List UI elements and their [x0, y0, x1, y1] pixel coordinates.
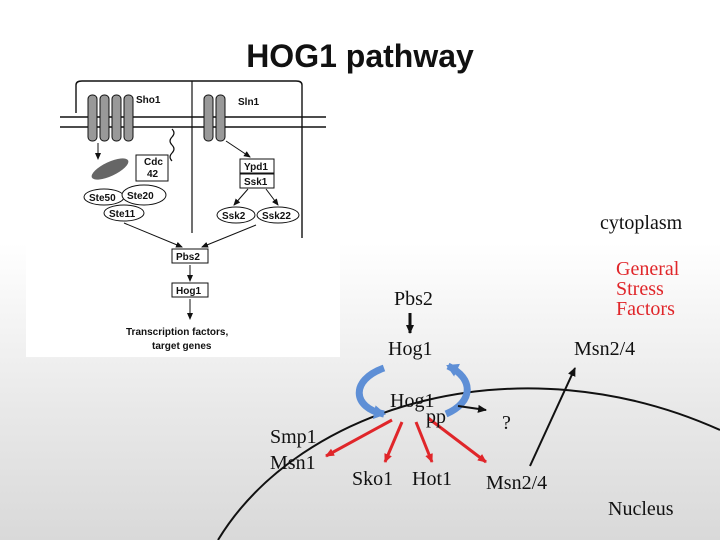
inset-sln1-label: Sln1: [238, 97, 260, 108]
slide-title: HOG1 pathway: [246, 38, 474, 74]
red-arrow-smp1: [325, 418, 393, 458]
inset-ssk22-label: Ssk22: [262, 211, 291, 222]
inset-ssk2-label: Ssk2: [222, 211, 246, 222]
smp1-msn1-label: Smp1 Msn1: [270, 426, 317, 474]
msn24-bottom-label: Msn2/4: [486, 472, 548, 494]
hot1-label: Hot1: [412, 468, 452, 490]
inset-ste20-label: Ste20: [127, 191, 154, 202]
inset-ssk1-label: Ssk1: [244, 177, 268, 188]
sln1-receptor-icon: [203, 94, 226, 142]
inset-output-line2: target genes: [152, 341, 212, 352]
hog1pp-label: Hog1: [390, 390, 435, 412]
inset-pbs2-label: Pbs2: [176, 252, 200, 263]
red-arrow-msn24: [427, 416, 487, 464]
cycle-arrow-right: [444, 362, 471, 418]
sho1-receptor-icon: [87, 94, 134, 142]
inset-cdc-label: Cdc: [144, 157, 163, 168]
inset-svg: Sho1 Sln1 Cdc 42 Ste50 Ste20 Ste11: [60, 80, 326, 352]
hog1pp-suffix: pp: [426, 406, 446, 428]
cycle-arrow-left: [355, 364, 386, 420]
red-arrow-sko1: [383, 421, 404, 463]
cytoplasm-label: cytoplasm: [600, 212, 683, 234]
nucleus-label: Nucleus: [608, 498, 674, 520]
general-stress-factors-label: General Stress Factors: [616, 258, 680, 320]
nucleus-membrane: [217, 387, 720, 540]
sko1-label: Sko1: [352, 468, 394, 490]
question-label: ?: [502, 412, 511, 434]
inset-ste11-label: Ste11: [109, 209, 136, 220]
msn24-arrow: [529, 367, 576, 467]
hog1pp-to-question-arrow: [457, 404, 487, 413]
inset-ypd1-label: Ypd1: [244, 162, 268, 173]
msn24-top-label: Msn2/4: [574, 338, 636, 360]
inset-output-line1: Transcription factors,: [126, 327, 228, 338]
red-arrow-hot1: [414, 421, 434, 463]
hog1-label: Hog1: [388, 338, 433, 360]
inset-ste50-label: Ste50: [89, 193, 116, 204]
inset-42-label: 42: [147, 169, 159, 180]
pathway-inset-figure: Sho1 Sln1 Cdc 42 Ste50 Ste20 Ste11: [26, 73, 340, 357]
inset-sho1-label: Sho1: [136, 95, 161, 106]
pbs2-label: Pbs2: [394, 288, 433, 310]
inset-hog1-label: Hog1: [176, 286, 201, 297]
